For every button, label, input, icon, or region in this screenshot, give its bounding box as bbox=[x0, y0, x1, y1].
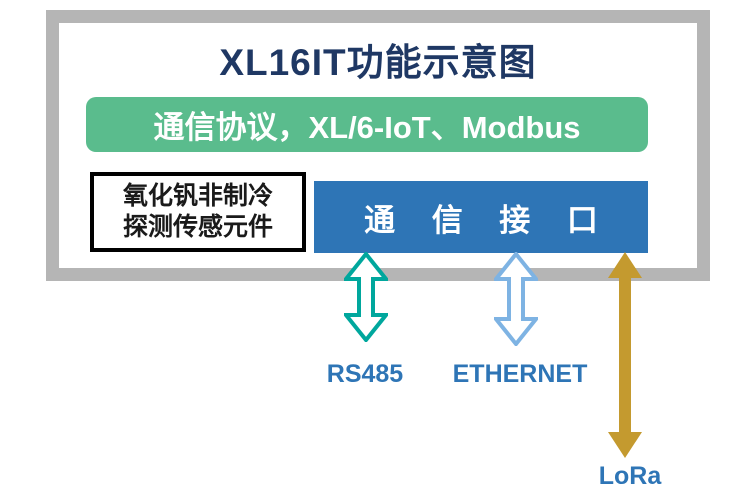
lora-double-arrow-icon bbox=[607, 252, 643, 463]
rs485-double-arrow-icon bbox=[341, 250, 391, 347]
sensor-box-line2: 探测传感元件 bbox=[122, 213, 273, 241]
lora-label: LoRa bbox=[598, 462, 662, 490]
ethernet-double-arrow-icon bbox=[491, 250, 541, 351]
protocol-banner: 通信协议，XL/6-IoT、Modbus bbox=[86, 97, 648, 152]
sensor-box: 氧化钒非制冷 探测传感元件 bbox=[90, 172, 306, 252]
diagram-title: XL16IT功能示意图 bbox=[219, 42, 537, 83]
rs485-arrow-shape bbox=[341, 250, 391, 344]
ethernet-label: ETHERNET bbox=[452, 360, 588, 388]
communication-interface-box: 通 信 接 口 bbox=[314, 181, 648, 253]
rs485-label: RS485 bbox=[326, 360, 404, 388]
lora-arrow-shape bbox=[608, 252, 642, 458]
ethernet-arrow-shape bbox=[491, 250, 541, 348]
sensor-box-line1: 氧化钒非制冷 bbox=[122, 181, 273, 210]
